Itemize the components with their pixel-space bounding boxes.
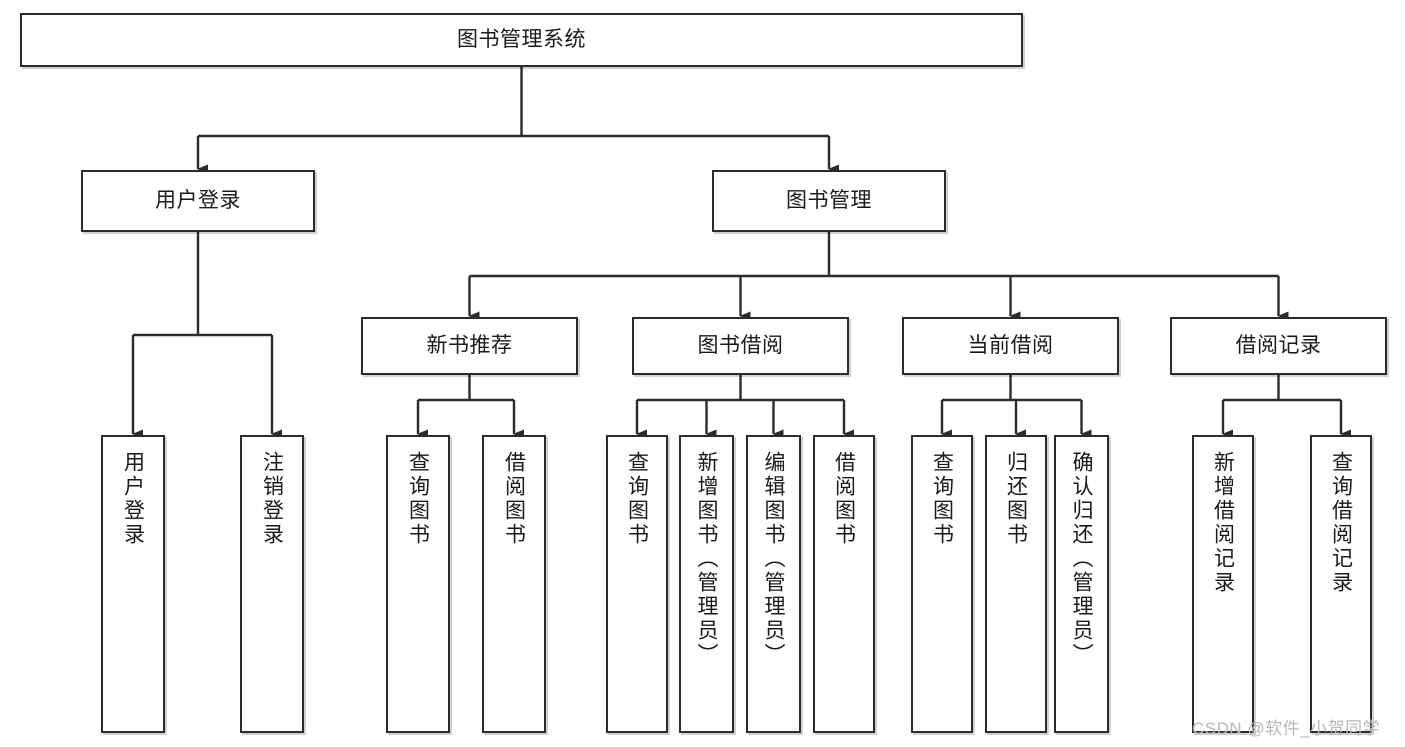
node-label: 借阅图书 — [502, 451, 526, 547]
node-label: 归还图书 — [1004, 451, 1028, 547]
node-label: 新增图书（管理员） — [695, 451, 718, 667]
node-label: 当前借阅 — [967, 334, 1054, 358]
node-leaf-borrow-book-b[interactable]: 借阅图书 — [813, 435, 875, 733]
node-leaf-query-book-a[interactable]: 查询图书 — [386, 435, 450, 733]
csdn-watermark: CSDN @软件_小贺同学 — [1192, 719, 1381, 738]
node-label: 查询借阅记录 — [1329, 451, 1353, 595]
node-label: 编辑图书（管理员） — [762, 451, 785, 667]
node-label: 图书管理 — [786, 189, 872, 213]
node-label: 借阅记录 — [1235, 334, 1322, 358]
node-leaf-edit-book[interactable]: 编辑图书（管理员） — [746, 435, 801, 733]
node-label: 确认归还（管理员） — [1070, 451, 1093, 667]
node-label: 查询图书 — [406, 451, 430, 547]
node-leaf-add-book[interactable]: 新增图书（管理员） — [679, 435, 734, 733]
node-label: 新增借阅记录 — [1211, 451, 1235, 595]
node-leaf-query-book-b[interactable]: 查询图书 — [606, 435, 668, 733]
node-label: 图书管理系统 — [457, 28, 586, 52]
node-user-login[interactable]: 用户登录 — [81, 170, 315, 232]
node-leaf-borrow-book-a[interactable]: 借阅图书 — [482, 435, 546, 733]
node-label: 查询图书 — [625, 451, 649, 547]
node-borrow-record[interactable]: 借阅记录 — [1170, 317, 1387, 375]
node-leaf-query-record[interactable]: 查询借阅记录 — [1310, 435, 1372, 733]
node-new-book-recommend[interactable]: 新书推荐 — [361, 317, 578, 375]
node-book-borrow[interactable]: 图书借阅 — [632, 317, 849, 375]
node-label: 用户登录 — [121, 451, 145, 547]
node-leaf-logout[interactable]: 注销登录 — [240, 435, 304, 733]
node-current-borrow[interactable]: 当前借阅 — [902, 317, 1119, 375]
node-label: 图书借阅 — [697, 334, 784, 358]
node-label: 借阅图书 — [832, 451, 856, 547]
node-label: 用户登录 — [155, 189, 241, 213]
node-label: 注销登录 — [260, 451, 284, 547]
node-leaf-user-login[interactable]: 用户登录 — [101, 435, 165, 733]
node-leaf-add-record[interactable]: 新增借阅记录 — [1192, 435, 1254, 733]
node-leaf-return-book[interactable]: 归还图书 — [985, 435, 1047, 733]
node-label: 新书推荐 — [426, 334, 513, 358]
node-label: 查询图书 — [930, 451, 954, 547]
node-book-manage[interactable]: 图书管理 — [712, 170, 946, 232]
node-leaf-confirm-return[interactable]: 确认归还（管理员） — [1054, 435, 1109, 733]
node-leaf-query-book-c[interactable]: 查询图书 — [911, 435, 973, 733]
node-root[interactable]: 图书管理系统 — [20, 13, 1023, 67]
